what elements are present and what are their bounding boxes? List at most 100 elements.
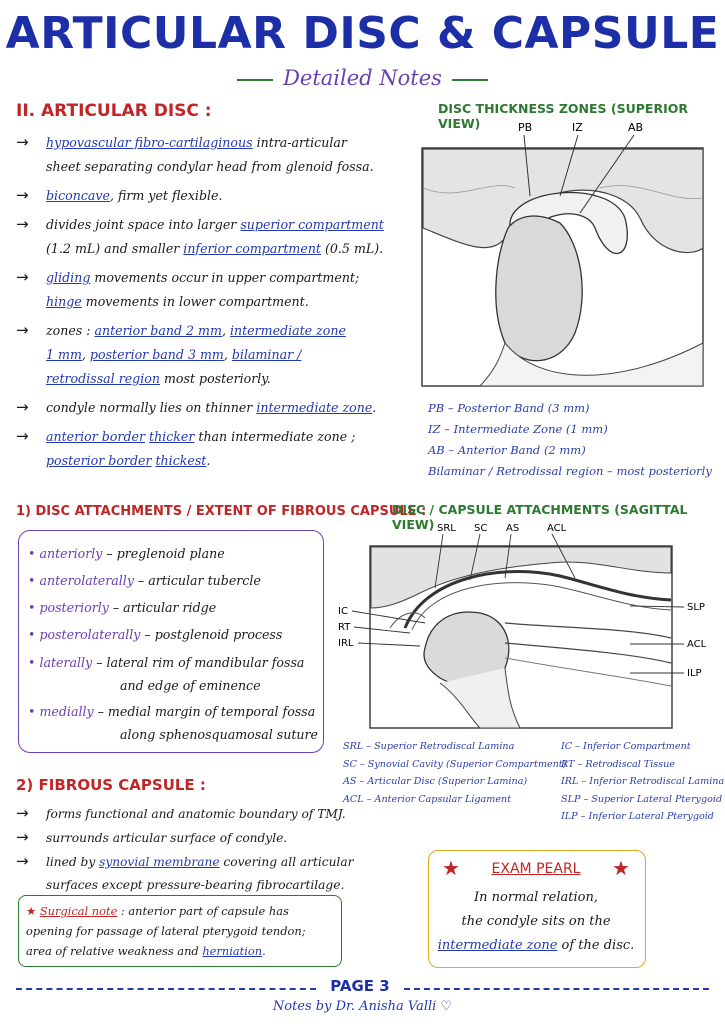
- list-item: →anterior border thicker than intermedia…: [16, 424, 416, 449]
- label-irl: IRL: [338, 638, 354, 649]
- legend-item: IZ – Intermediate Zone (1 mm): [428, 422, 608, 436]
- list-item: →gliding movements occur in upper compar…: [16, 265, 416, 290]
- legend-item: AS – Articular Disc (Superior Lamina): [343, 776, 528, 787]
- inferior-lateral-pterygoid: [504, 642, 672, 664]
- term: synovial membrane: [99, 855, 220, 869]
- term: thicker: [149, 429, 195, 444]
- label-ab: AB: [628, 121, 643, 134]
- term: anterior border: [46, 429, 145, 444]
- legend-item: SLP – Superior Lateral Pterygoid: [561, 793, 723, 805]
- legend-item: RT – Retrodiscal Tissue: [561, 758, 675, 770]
- text: zones :: [46, 323, 95, 338]
- direction: laterally: [39, 655, 93, 670]
- label-rt: RT: [338, 622, 351, 633]
- arrow-icon: →: [16, 133, 29, 151]
- term: hypovascular fibro-cartilaginous: [46, 135, 253, 150]
- sagittal-view-diagram: SRL SC AS ACL IC RT IRL SLP ACL ILP: [338, 523, 707, 729]
- pointer-acl-top: [551, 533, 576, 579]
- pointer-iz: [559, 134, 579, 197]
- diagram2-legend-right: IC – Inferior Compartment RT – Retrodisc…: [561, 738, 724, 826]
- list-item-cont: 1 mm, posterior band 3 mm, bilaminar /: [16, 343, 416, 367]
- text: – articular tubercle: [133, 573, 261, 588]
- text: covering all articular: [219, 855, 354, 869]
- direction: posterolaterally: [39, 627, 141, 642]
- arrow-icon: →: [16, 804, 29, 822]
- term: intermediate zone: [437, 938, 558, 953]
- text: movements occur in upper compartment;: [90, 270, 360, 285]
- star-icon: ★: [612, 856, 630, 880]
- term: intermediate zone: [256, 400, 373, 415]
- term: herniation: [202, 944, 263, 958]
- legend-item: Bilaminar / Retrodissal region – most po…: [428, 464, 712, 478]
- pointer-irl: [357, 642, 421, 647]
- term: 1 mm: [46, 347, 82, 362]
- label-acl-top: ACL: [547, 523, 567, 534]
- text: of the disc.: [557, 938, 635, 953]
- condyle: [423, 611, 510, 687]
- muscle-fibres: [504, 657, 672, 687]
- text: ,: [223, 347, 232, 362]
- bullet-dot: •: [28, 573, 36, 588]
- page-subtitle: Detailed Notes: [0, 66, 725, 90]
- pearl-line: the condyle sits on the: [461, 914, 611, 929]
- list-item: →surrounds articular surface of condyle.: [16, 826, 376, 850]
- exam-pearl-title: EXAM PEARL: [428, 861, 644, 877]
- arrow-icon: →: [16, 268, 29, 286]
- footer-divider-right: [404, 988, 709, 990]
- text: .: [372, 400, 377, 415]
- arrow-icon: →: [16, 321, 29, 339]
- retrodiscal-tissue: [389, 612, 426, 629]
- note-line: ★ Surgical note : anterior part of capsu…: [26, 901, 336, 921]
- legend-item: IRL – Inferior Retrodiscal Lamina: [561, 776, 725, 787]
- bullet-dot: •: [28, 627, 36, 642]
- exam-pearl-box: [428, 850, 646, 968]
- text: ,: [221, 323, 230, 338]
- note-label: Surgical note: [39, 904, 118, 918]
- label-pb: PB: [518, 121, 532, 134]
- term: retrodissal region: [46, 371, 160, 386]
- diagram2-heading: DISC / CAPSULE ATTACHMENTS (SAGITTAL VIE…: [392, 502, 688, 532]
- list-item: • posterolaterally – postglenoid process: [28, 621, 320, 648]
- text: condyle normally lies on thinner: [46, 400, 257, 415]
- star-icon: ★: [442, 856, 460, 880]
- bullet-dot: •: [28, 655, 36, 670]
- pointer-ab: [579, 134, 635, 214]
- label-acl-right: ACL: [687, 639, 707, 650]
- label-iz: IZ: [572, 121, 583, 134]
- term: anterior band 2 mm: [94, 323, 222, 338]
- disc: [509, 191, 628, 255]
- pointer-sc: [469, 533, 481, 581]
- direction: medially: [39, 704, 94, 719]
- bullet-dot: •: [28, 600, 36, 615]
- pointer-pb: [523, 134, 531, 197]
- diagram2-legend-left: SRL – Superior Retrodiscal Lamina SC – S…: [343, 738, 566, 808]
- section-heading-capsule: 2) FIBROUS CAPSULE :: [16, 776, 206, 794]
- arrow-icon: →: [16, 186, 29, 204]
- legend-item: AB – Anterior Band (2 mm): [428, 443, 586, 457]
- superior-lateral-pterygoid: [504, 622, 672, 639]
- term: posterior border: [46, 453, 152, 468]
- attachments-list: • anteriorly – preglenoid plane • antero…: [28, 540, 320, 746]
- pointer-ic: [351, 610, 426, 624]
- pointer-slp: [629, 605, 685, 608]
- section-heading-attachments: 1) DISC ATTACHMENTS / EXTENT OF FIBROUS …: [16, 504, 427, 519]
- list-item: →condyle normally lies on thinner interm…: [16, 395, 416, 420]
- text: : anterior part of capsule has: [117, 904, 289, 918]
- text: forms functional and anatomic boundary o…: [46, 807, 346, 821]
- text: than intermediate zone ;: [194, 429, 356, 444]
- label-sc: SC: [474, 523, 487, 534]
- note-line: area of relative weakness and herniation…: [26, 941, 336, 961]
- footer-credit: Notes by Dr. Anisha Valli ♡: [272, 999, 453, 1014]
- page-title: ARTICULAR DISC & CAPSULE: [5, 8, 720, 59]
- diagram1-legend: PB – Posterior Band (3 mm) IZ – Intermed…: [428, 398, 712, 482]
- list-item-cont: retrodissal region most posteriorly.: [16, 367, 416, 391]
- arrow-icon: →: [16, 852, 29, 870]
- text: intra-articular: [252, 135, 347, 150]
- list-item: →lined by synovial membrane covering all…: [16, 850, 376, 874]
- text: – postglenoid process: [140, 627, 283, 642]
- temporal-bone: [370, 546, 672, 609]
- pointer-as: [504, 533, 512, 579]
- surgical-note-box: [18, 895, 342, 967]
- bullet-dot: •: [28, 704, 36, 719]
- term: intermediate zone: [229, 323, 346, 338]
